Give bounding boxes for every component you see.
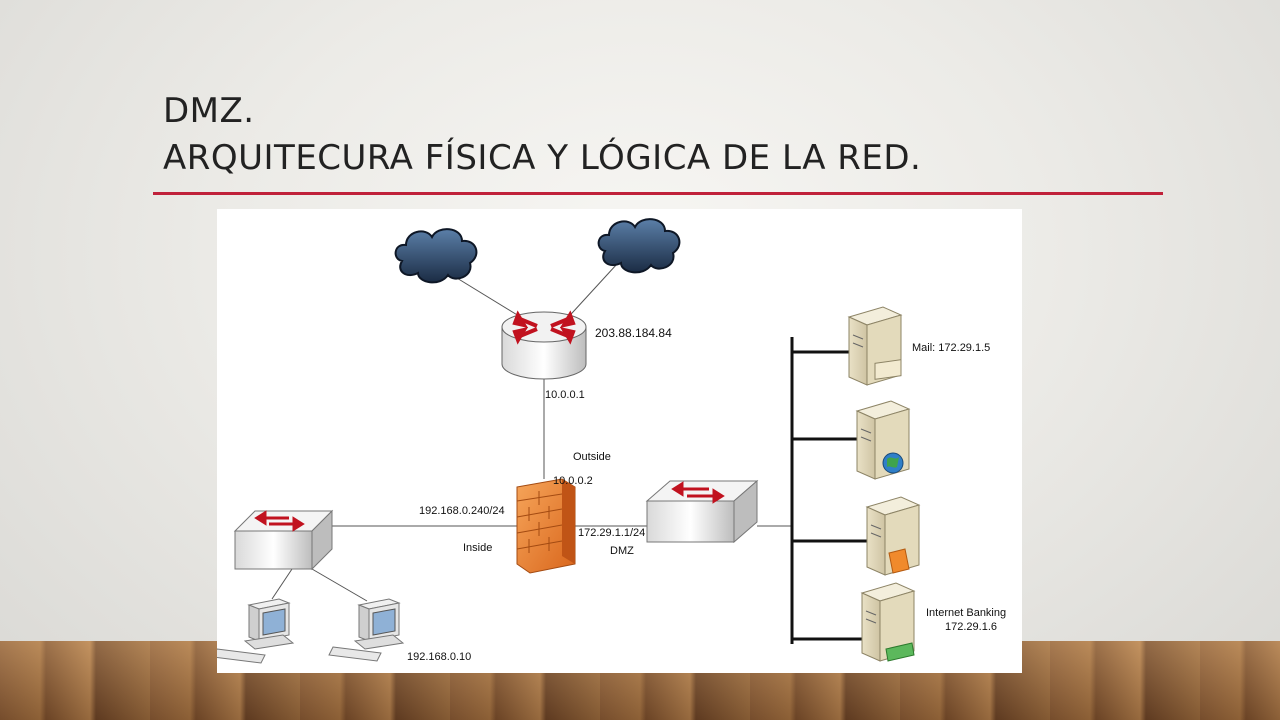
server-icon [847, 306, 903, 386]
switch-pc1-link [271, 568, 293, 600]
switch-icon [645, 479, 759, 544]
inside-label: Inside [463, 542, 493, 554]
firewall-outside-ip-label: 10.0.0.2 [553, 475, 593, 487]
diagram-canvas [217, 218, 921, 664]
title-line-2: ARQUITECURA FÍSICA Y LÓGICA DE LA RED. [163, 138, 922, 178]
network-diagram: 203.88.184.84 10.0.0.1 Outside 10.0.0.2 … [217, 209, 1022, 673]
dmz-bus [790, 337, 867, 644]
computer-icon [217, 598, 295, 664]
cloud-icon [394, 228, 478, 284]
dmz-label: DMZ [610, 545, 634, 557]
outside-label: Outside [573, 451, 611, 463]
cloud-icon [597, 218, 681, 274]
router-icon [501, 310, 587, 380]
server-icon [865, 496, 921, 576]
switch-pc2-link [311, 568, 368, 602]
slide-title: DMZ. ARQUITECURA FÍSICA Y LÓGICA DE LA R… [163, 88, 921, 182]
mail-server-label: Mail: 172.29.1.5 [912, 342, 991, 354]
pc-ip-label: 192.168.0.10 [407, 651, 472, 663]
server-icon [855, 400, 911, 480]
banking-server-label-line2: 172.29.1.6 [945, 621, 997, 633]
banking-server-label-line1: Internet Banking [926, 607, 1007, 619]
inside-ip-label: 192.168.0.240/24 [419, 505, 505, 517]
router-ip-label: 203.88.184.84 [595, 326, 672, 340]
server-icon [860, 582, 916, 662]
switch-icon [233, 509, 334, 571]
dmz-ip-label: 172.29.1.1/24 [578, 527, 646, 539]
firewall-icon [516, 478, 576, 574]
title-underline [153, 192, 1163, 195]
title-line-1: DMZ. [163, 91, 255, 131]
router-inner-ip-label: 10.0.0.1 [545, 389, 585, 401]
computer-icon [328, 598, 405, 662]
